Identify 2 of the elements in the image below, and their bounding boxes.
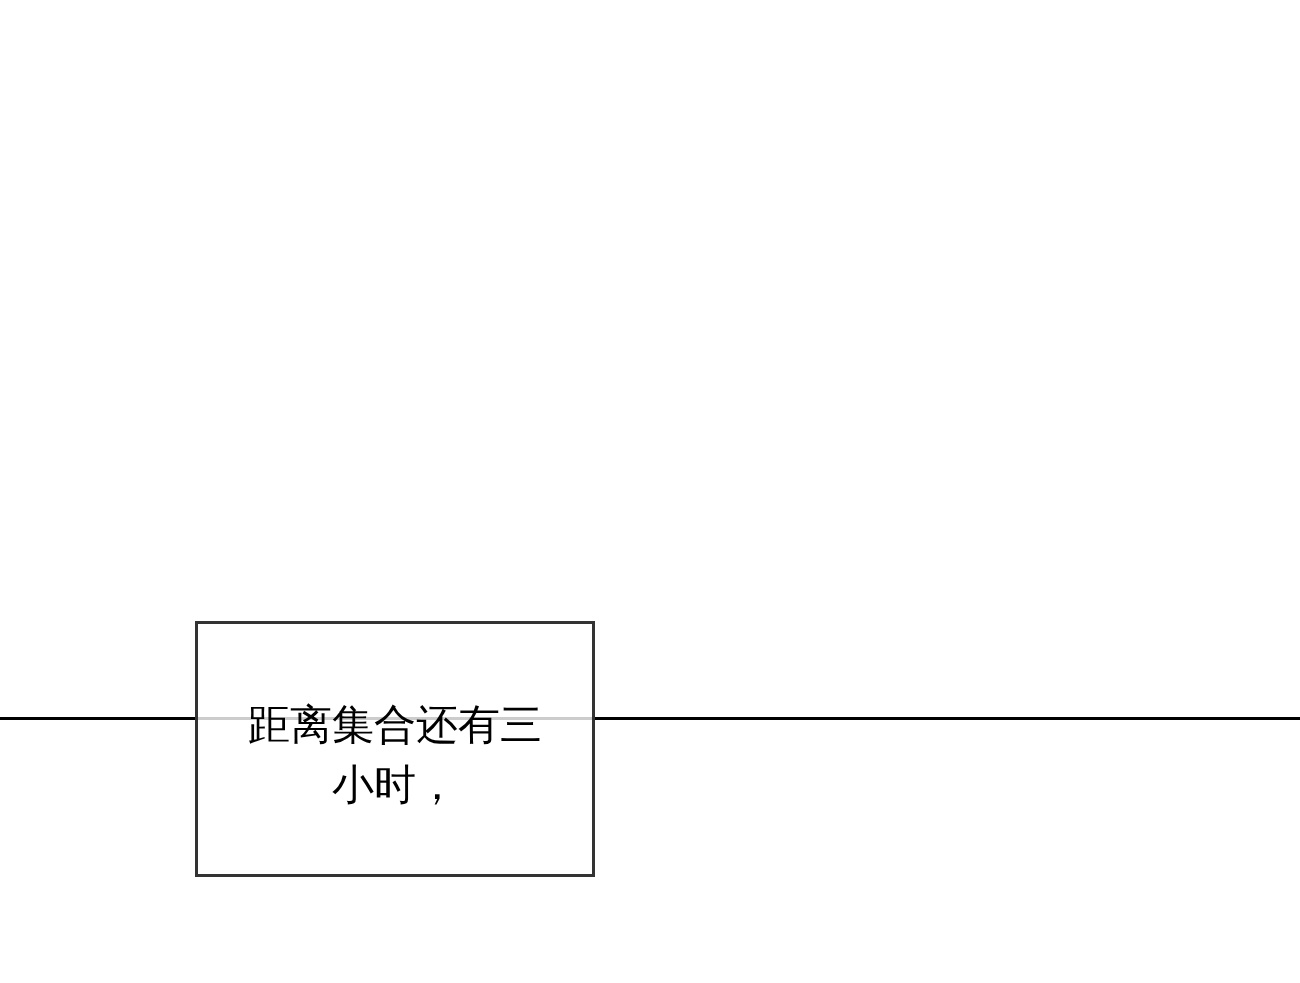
caption-box bbox=[195, 621, 595, 877]
caption-text: 距离集合还有三小时， bbox=[247, 699, 543, 811]
